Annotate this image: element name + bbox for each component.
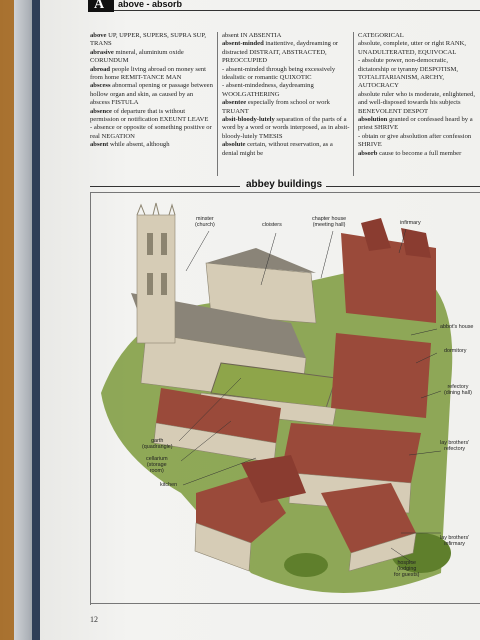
entry: absent while absent, although: [90, 141, 170, 149]
entry: - absolute power, non-democratic, dictat…: [358, 57, 458, 90]
label-lay-brothers-infirmary: lay brothers' infirmary: [440, 535, 470, 547]
entry: - obtain or give absolution after confes…: [358, 132, 472, 149]
leader-line: [180, 420, 232, 462]
leader-line: [260, 232, 277, 286]
abbey-illustration: [90, 192, 480, 605]
infirmary-gable: [361, 218, 391, 251]
chapter-house: [205, 262, 317, 324]
label-cellarium: cellarium (storage room): [146, 456, 168, 474]
entry: absolute certain, without reservation, a…: [222, 141, 333, 157]
entry: CATEGORICAL: [358, 32, 404, 39]
tower-window: [147, 273, 153, 295]
section-letter: A: [94, 0, 105, 12]
dormitory-block: [331, 333, 431, 418]
label-kitchen: kitchen: [160, 482, 178, 488]
leader-line: [182, 457, 257, 486]
leader-line: [185, 230, 210, 272]
section-rule-left: [90, 186, 240, 187]
entry-column-2: absent IN ABSENTIA absent-minded inatten…: [222, 32, 350, 158]
label-chapter-house: chapter house (meeting hall): [312, 216, 347, 228]
label-minster: minster (church): [195, 216, 215, 228]
entry: absolution granted or confessed heard by…: [358, 116, 473, 132]
tower-window: [161, 273, 167, 295]
leader-line: [398, 228, 407, 254]
entry: absorb cause to become a full member: [358, 149, 462, 157]
abbey-drawing: [101, 202, 453, 593]
infirmary-gable: [401, 228, 431, 258]
section-title: abbey buildings: [245, 179, 323, 190]
kitchen-roof: [241, 455, 306, 503]
refectory-block: [281, 423, 421, 483]
entry: - absent-mindedness, daydreaming WOOLGAT…: [222, 82, 314, 98]
tower-window: [147, 233, 153, 255]
label-cloisters: cloisters: [262, 222, 282, 228]
leader-line: [390, 547, 414, 564]
minster-tower: [136, 214, 176, 344]
entry: abroad people living abroad on money sen…: [90, 65, 207, 82]
entry: absent-minded inattentive, daydreaming o…: [222, 40, 339, 65]
column-divider: [217, 32, 218, 176]
tower-window: [161, 233, 167, 255]
hospice-wall: [194, 522, 252, 572]
leader-line: [415, 352, 438, 364]
leader-line: [420, 390, 442, 399]
book-spine: [32, 0, 40, 640]
entry: abscess abnormal opening or passage betw…: [90, 82, 213, 107]
header-rule: [114, 10, 480, 11]
lay-infirmary-roof: [321, 483, 416, 553]
guide-words: above - absorb: [118, 0, 183, 9]
label-dormitory: dormitory: [444, 348, 467, 354]
footer-rule: [90, 603, 480, 604]
label-abbots-house: abbot's house: [440, 324, 474, 330]
lay-infirmary-wall: [348, 532, 417, 572]
letter-tab: [88, 0, 114, 12]
label-refectory: refectory (dining hall): [444, 384, 472, 396]
section-rule-right: [326, 186, 480, 187]
entry: - absence or opposite of something posit…: [90, 124, 212, 140]
label-infirmary: infirmary: [400, 220, 421, 226]
page-number: 12: [90, 615, 98, 624]
entry: - absent-minded through being excessivel…: [222, 65, 336, 82]
leader-line: [320, 230, 334, 279]
entry: absentee especially from school or work …: [222, 99, 330, 115]
entry-column-1: above UP, UPPER, SUPERS, SUPRA SUP, TRAN…: [90, 32, 214, 150]
entry: absolute, complete, utter or right RANK,…: [358, 40, 467, 56]
entry: above UP, UPPER, SUPERS, SUPRA SUP, TRAN…: [90, 32, 206, 48]
column-divider: [353, 32, 354, 176]
entry: absent IN ABSENTIA: [222, 32, 282, 39]
leader-line: [410, 328, 438, 336]
chapter-roof: [206, 248, 316, 273]
entry-column-3: CATEGORICAL absolute, complete, utter or…: [358, 32, 480, 158]
leader-lines: [178, 228, 442, 564]
entry: absit-bloody-lutely separation of the pa…: [222, 116, 350, 140]
leader-line: [408, 450, 442, 456]
entry: absence of departure that is without per…: [90, 107, 209, 124]
label-lay-brothers-refectory: lay brothers' refectory: [440, 440, 470, 452]
tower-pinnacles: [136, 202, 176, 216]
label-garth: garth (quadrangle): [142, 438, 173, 450]
entry: abrasive mineral, aluminium oxide CORUND…: [90, 48, 184, 65]
label-hospice: hospice (lodging for guests): [394, 560, 420, 578]
cellarium-block: [156, 388, 281, 443]
entry: absolute ruler who is moderate, enlighte…: [358, 90, 476, 115]
trees: [284, 553, 328, 577]
leader-line: [178, 377, 242, 442]
